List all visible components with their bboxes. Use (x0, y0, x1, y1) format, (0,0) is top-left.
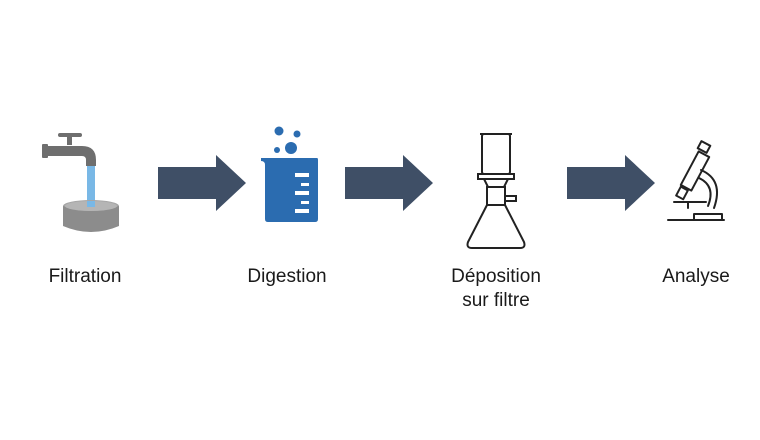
faucet-icon (38, 128, 124, 236)
step-label-line1: Déposition (451, 266, 541, 287)
step-label-digestion: Digestion (222, 265, 352, 289)
step-label-deposition: Déposition sur filtre (430, 265, 562, 313)
beaker-icon (255, 123, 327, 223)
arrow-right-icon (345, 155, 433, 211)
step-label-line1: Filtration (48, 266, 122, 287)
step-label-line1: Analyse (662, 266, 730, 287)
microscope-icon (664, 140, 728, 228)
step-label-line1: Digestion (247, 266, 327, 287)
filtration-flask-icon (460, 130, 532, 252)
step-label-analyse: Analyse (632, 265, 760, 289)
step-label-filtration: Filtration (20, 265, 150, 289)
arrow-right-icon (567, 155, 655, 211)
arrow-right-icon (158, 155, 246, 211)
step-label-line2: sur filtre (462, 290, 530, 311)
